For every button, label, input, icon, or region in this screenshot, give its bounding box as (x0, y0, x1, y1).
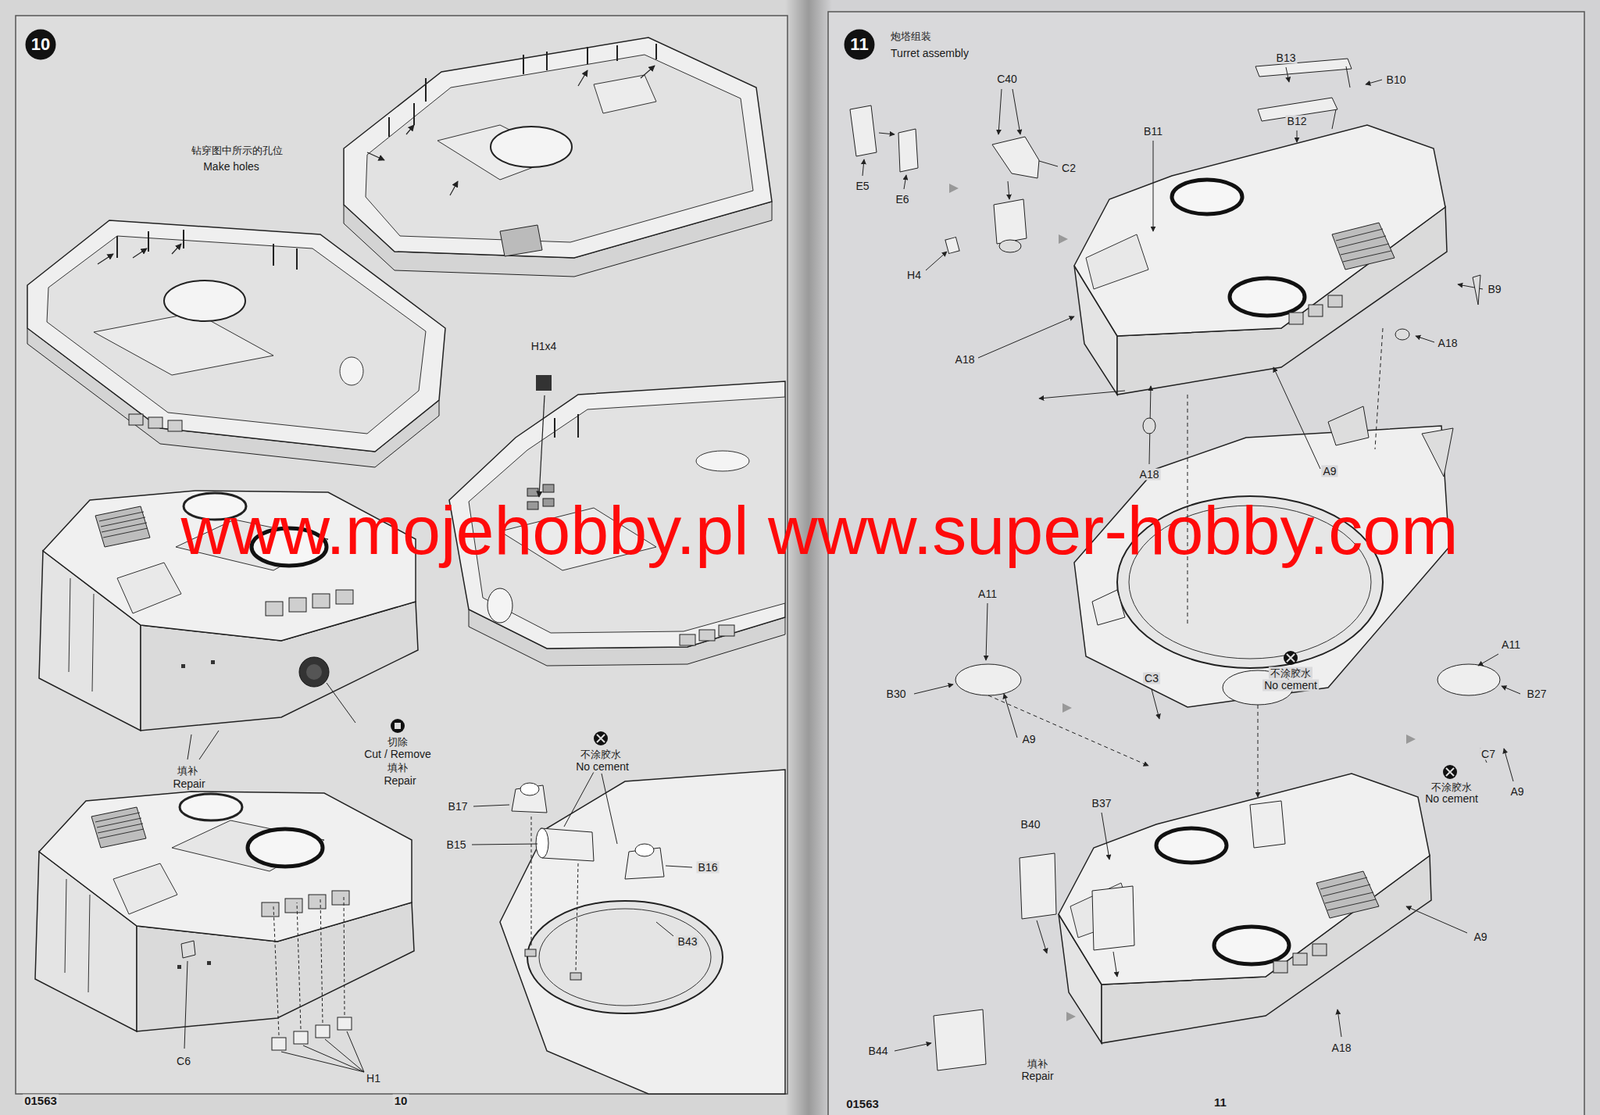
part-number: C40 (995, 73, 1019, 86)
part-number: B9 (1485, 283, 1503, 296)
part-number: B40 (1019, 818, 1043, 831)
part-number: A9 (1471, 931, 1489, 943)
step-number-text: 10 (31, 34, 50, 55)
watermark: www.mojehobby.pl www.super-hobby.com (180, 494, 1458, 567)
part-number: A18 (1138, 468, 1161, 481)
note-text: 填补 (385, 761, 410, 774)
part-number: A18 (1330, 1042, 1354, 1054)
part-number: C2 (1060, 162, 1078, 175)
part-number: C6 (175, 1055, 193, 1068)
part-number: Make holes (201, 160, 261, 173)
part-number: Repair (171, 778, 207, 790)
note-text: 不涂胶水 (578, 748, 623, 761)
part-number: H1 (364, 1072, 383, 1085)
page-number: 01563 (844, 1097, 881, 1110)
part-number: E6 (893, 193, 911, 206)
page-number: 11 (1212, 1096, 1229, 1108)
step-number-text: 11 (850, 34, 868, 55)
part-number: A9 (1508, 785, 1525, 798)
page-number: 01563 (22, 1094, 59, 1107)
part-number: A11 (976, 588, 999, 600)
part-number: C7 (1479, 748, 1497, 761)
part-number: No cement (574, 760, 631, 773)
step-number: 10 (25, 28, 57, 61)
note-text: 不涂胶水 (1268, 667, 1313, 679)
part-number: B15 (445, 839, 468, 851)
part-number: Repair (382, 775, 418, 787)
note-text: 钻穿图中所示的孔位 (189, 144, 285, 157)
part-number: B30 (885, 688, 908, 700)
note-text: 切除 (385, 735, 410, 748)
part-number: No cement (1423, 792, 1480, 805)
part-number: H1x4 (529, 340, 559, 353)
note-text: 填补 (175, 764, 200, 777)
note-text: 炮塔组装 (889, 30, 933, 43)
part-number: B13 (1275, 52, 1298, 65)
step-number: 11 (843, 28, 875, 61)
part-number: E5 (853, 180, 871, 193)
part-number: B12 (1285, 115, 1309, 128)
note-text: 填补 (1025, 1057, 1050, 1070)
part-number: A18 (953, 353, 977, 366)
part-number: B27 (1525, 688, 1549, 700)
part-number: Repair (1019, 1070, 1055, 1083)
part-number: Turret assembly (889, 47, 971, 60)
part-number: B17 (446, 800, 470, 813)
part-number: A9 (1321, 465, 1338, 478)
part-number: Cut / Remove (362, 748, 433, 761)
page-number: 10 (392, 1094, 410, 1107)
part-number: H4 (905, 269, 923, 282)
part-number: B16 (696, 861, 720, 874)
part-number: B37 (1090, 797, 1114, 810)
part-number: B43 (676, 935, 700, 948)
part-number: C3 (1142, 672, 1161, 685)
part-number: B10 (1385, 74, 1408, 86)
part-number: A11 (1500, 639, 1522, 651)
part-number: B11 (1142, 125, 1165, 138)
part-number: No cement (1262, 679, 1319, 692)
note-text: 不涂胶水 (1429, 781, 1474, 793)
part-number: A18 (1436, 337, 1460, 350)
part-number: B44 (867, 1045, 890, 1058)
part-number: A9 (1020, 733, 1037, 746)
